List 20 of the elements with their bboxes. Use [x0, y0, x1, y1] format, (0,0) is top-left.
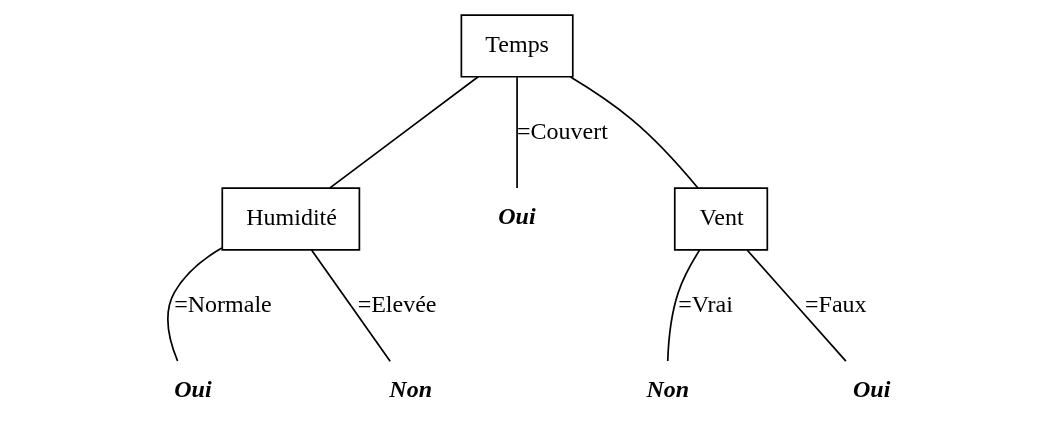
edge-label: =Couvert: [516, 117, 608, 144]
edge-label: =Elevée: [357, 290, 436, 317]
connector: [666, 249, 700, 362]
connector: [328, 75, 479, 189]
edge-label: =Faux: [804, 290, 867, 317]
connector: [166, 247, 223, 362]
connector: [569, 76, 699, 189]
node-text: Non: [645, 375, 689, 402]
node-text: Oui: [173, 375, 212, 402]
connector: [310, 249, 391, 363]
edge-label: =Vrai: [677, 290, 733, 317]
edge-label: =Normale: [173, 290, 272, 317]
connector: [745, 249, 847, 363]
node-box: Vent: [673, 187, 768, 251]
node-text: Oui: [497, 202, 536, 229]
connector: [515, 76, 518, 189]
node-box: Humidité: [220, 187, 360, 251]
node-text: Oui: [852, 375, 890, 402]
node-text: Non: [388, 375, 432, 402]
node-box: Temps: [460, 14, 574, 78]
